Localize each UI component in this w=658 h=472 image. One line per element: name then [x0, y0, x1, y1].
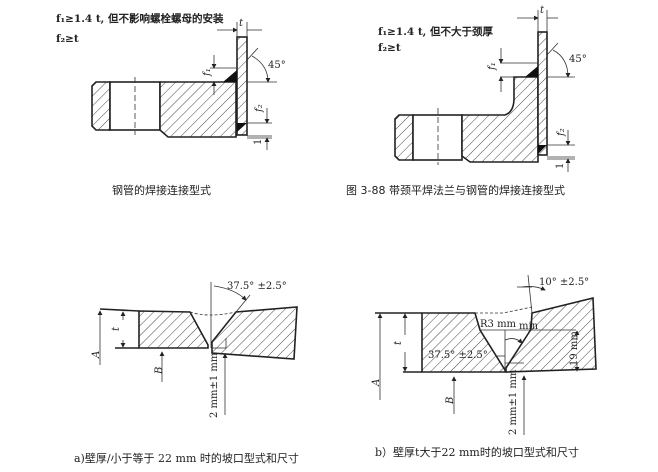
note-f1: f₁≥1.4 t, 但不大于颈厚: [378, 25, 493, 38]
label-A: A: [371, 379, 382, 387]
figure-2-hubbed-slip-on-flange-weld: f₁≥1.4 t, 但不大于颈厚 f₂≥t t f₁ 45° f₂ 1 图 3-…: [346, 5, 587, 197]
right-plate: [211, 306, 298, 360]
caption: 图 3-88 带颈平焊法兰与钢管的焊接连接型式: [346, 183, 565, 197]
weld-fillet-f2: [538, 145, 547, 154]
note-f2: f₂≥t: [56, 33, 79, 45]
root-radius: R3 mm: [480, 319, 517, 330]
caption: a)壁厚/小于等于 22 mm 时的坡口型式和尺寸: [74, 451, 299, 465]
root-gap: 2 mm±1 mm: [508, 369, 519, 435]
note-f2: f₂≥t: [378, 42, 401, 54]
figure-1-slip-on-flange-weld: f₁≥1.4 t, 但不影响螺栓螺母的安装 f₂≥t t f₁ 45° f₂ 1…: [56, 12, 286, 197]
weld-fillet-f2: [237, 123, 247, 132]
note-f1: f₁≥1.4 t, 但不影响螺栓螺母的安装: [56, 12, 224, 25]
dim-f1: f₁: [202, 68, 213, 77]
top-bevel-angle: 10° ±2.5°: [539, 277, 589, 288]
left-plate: [138, 310, 209, 349]
flange-left-section: [91, 81, 111, 131]
dim-t: t: [540, 5, 545, 16]
pipe-wall: [537, 31, 548, 156]
dim-f2: f₂: [556, 128, 567, 137]
flange-hub-section: [461, 76, 539, 163]
right-plate: [505, 296, 597, 373]
flange-right-section: [159, 81, 237, 138]
bolt-hole: [412, 114, 463, 161]
caption: 钢管的焊接连接型式: [112, 183, 211, 197]
root-radius-sub: min: [519, 321, 539, 332]
angle-45: 45°: [569, 54, 587, 65]
root-gap: 2 mm±1 mm: [209, 352, 220, 418]
lower-bevel-angle: 37.5° ±2.5°: [428, 350, 488, 361]
figure-4-compound-bevel-thick-wall: 10° ±2.5° R3 mm min 37.5° ±2.5° 19 mm A …: [371, 274, 597, 459]
flange-left-section: [394, 114, 414, 161]
dim-1: 1: [253, 139, 264, 145]
bevel-angle: 37.5° ±2.5°: [227, 281, 287, 292]
label-B: B: [445, 397, 456, 405]
dim-t: t: [111, 326, 122, 331]
pipe-wall: [236, 36, 248, 136]
figure-3-v-bevel-thin-wall: 37.5° ±2.5° A t B 2 mm±1 mm a)壁厚/小于等于 22…: [74, 281, 299, 465]
weld-fillet-f1: [223, 70, 237, 82]
angle-45: 45°: [268, 60, 286, 71]
dim-t: t: [239, 18, 244, 29]
caption: b）壁厚t大于22 mm时的坡口型式和尺寸: [375, 445, 579, 459]
dim-1: 1: [555, 163, 566, 169]
weld-fillet-f1: [525, 66, 538, 77]
dim-t: t: [393, 340, 404, 345]
label-A: A: [91, 351, 102, 359]
label-B: B: [154, 367, 165, 375]
dim-f1: f₁: [487, 62, 498, 71]
height-19mm: 19 mm: [569, 331, 580, 366]
dim-f2: f₂: [254, 104, 265, 113]
